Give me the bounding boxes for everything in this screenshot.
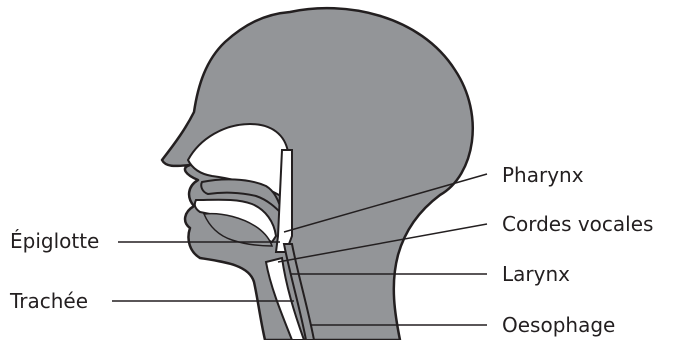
label-epiglotte: Épiglotte — [10, 230, 99, 252]
label-cordes-vocales: Cordes vocales — [502, 213, 653, 235]
label-oesophage: Oesophage — [502, 314, 615, 336]
label-larynx: Larynx — [502, 263, 570, 285]
label-pharynx: Pharynx — [502, 164, 584, 186]
label-trachee: Trachée — [10, 290, 88, 312]
